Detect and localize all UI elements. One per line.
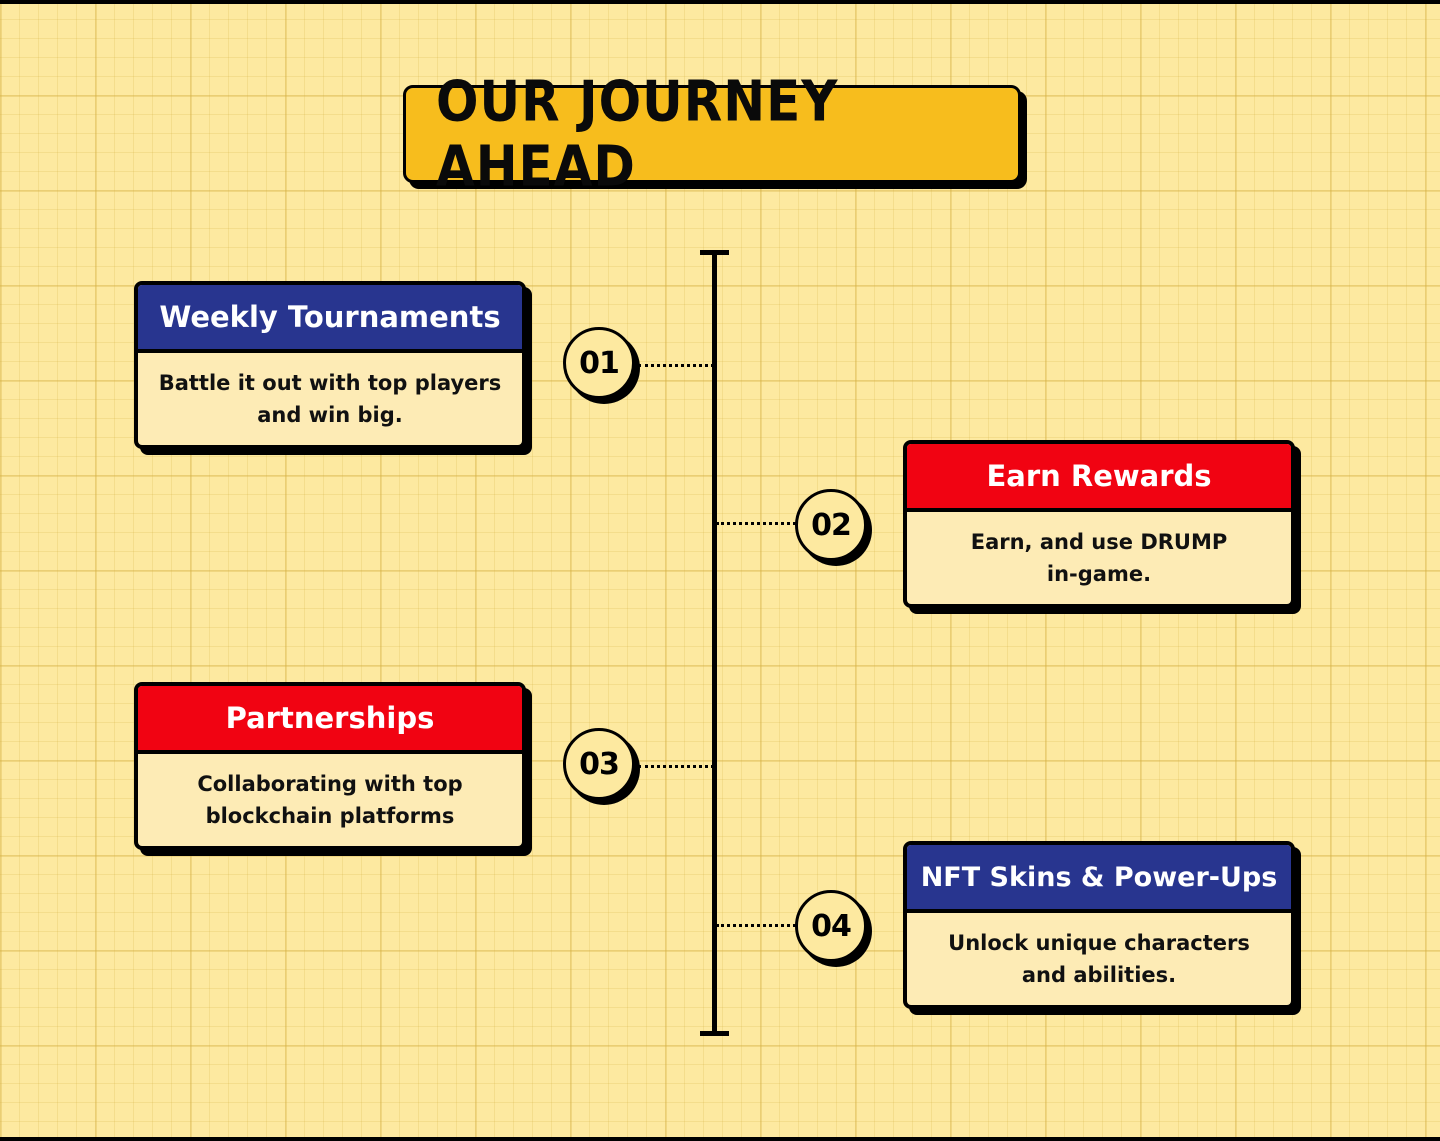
milestone-card-earn-rewards: Earn Rewards Earn, and use DRUMP in-game… [903,440,1295,608]
card-title: NFT Skins & Power-Ups [920,861,1278,893]
bottom-border [0,1137,1440,1141]
step-circle-03: 03 [563,728,635,800]
milestone-card-partnerships: Partnerships Collaborating with top bloc… [134,682,526,850]
timeline-cap-bottom [700,1031,729,1036]
top-border [0,0,1440,4]
milestone-card-weekly-tournaments: Weekly Tournaments Battle it out with to… [134,281,526,449]
card-header: Weekly Tournaments [138,285,522,353]
card-title: Earn Rewards [986,459,1212,493]
title-banner: OUR JOURNEY AHEAD [403,69,1021,199]
step-number: 01 [579,345,620,381]
connector-01 [638,364,714,367]
card-header: NFT Skins & Power-Ups [907,845,1291,913]
card-body: Collaborating with top blockchain platfo… [138,754,522,846]
step-number: 02 [811,507,852,543]
card-body: Unlock unique characters and abilities. [907,913,1291,1005]
page-title: OUR JOURNEY AHEAD [436,69,839,199]
step-circle-04: 04 [795,890,867,962]
card-header: Earn Rewards [907,444,1291,512]
connector-03 [638,765,714,768]
step-circle-01: 01 [563,327,635,399]
step-number: 04 [811,908,852,944]
card-header: Partnerships [138,686,522,754]
card-title: Weekly Tournaments [159,300,501,334]
milestone-card-nft-skins: NFT Skins & Power-Ups Unlock unique char… [903,841,1295,1009]
card-description: Collaborating with top blockchain platfo… [197,772,463,828]
step-circle-02: 02 [795,489,867,561]
card-title: Partnerships [225,701,435,735]
step-number: 03 [579,746,620,782]
card-description: Battle it out with top players and win b… [158,371,502,427]
card-description: Unlock unique characters and abilities. [948,931,1250,987]
card-description: Earn, and use DRUMP in-game. [970,530,1228,586]
timeline-cap-top [700,250,729,255]
connector-04 [716,924,796,927]
timeline-axis [712,251,717,1035]
connector-02 [716,522,796,525]
card-body: Battle it out with top players and win b… [138,353,522,445]
card-body: Earn, and use DRUMP in-game. [907,512,1291,604]
